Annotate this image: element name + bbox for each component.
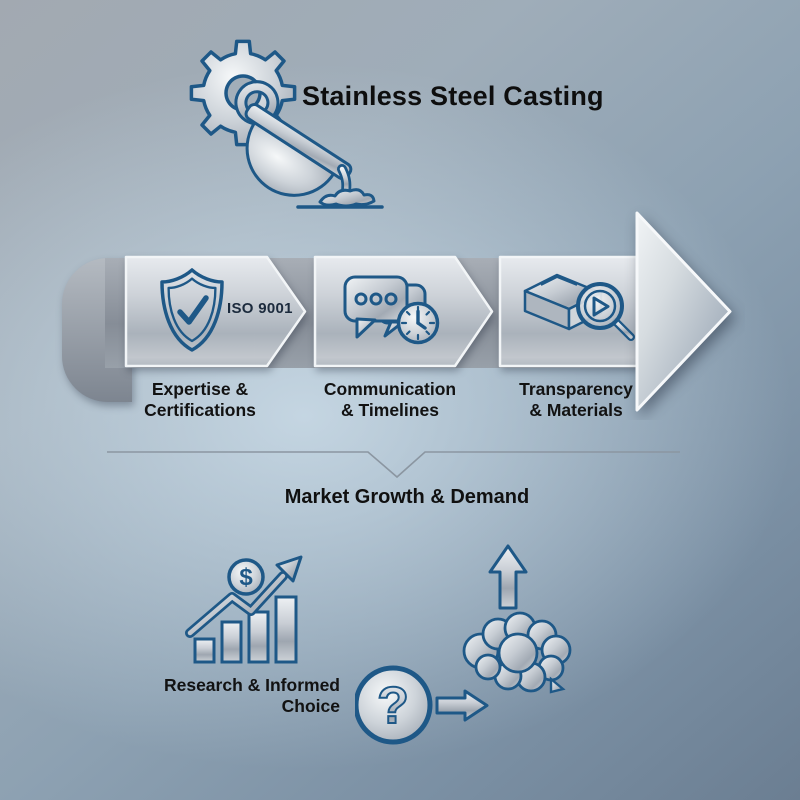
process-ribbon: [62, 211, 732, 412]
chat-dots: [354, 292, 398, 306]
shield-check-icon: [160, 268, 224, 352]
research-label: Research & Informed Choice: [163, 675, 340, 716]
molten-puddle: [318, 188, 376, 208]
magnifier-icon: [576, 282, 635, 341]
decision-icons: ?: [355, 544, 572, 745]
clock-icon: [396, 301, 440, 345]
trend-arrow-head: [275, 555, 303, 583]
up-arrow-icon: [488, 544, 528, 610]
big-arrow-head: [635, 211, 732, 412]
growth-chart-icon: $: [185, 555, 303, 664]
brain-stem: [549, 676, 566, 694]
ladle-icon: [234, 80, 384, 209]
question-mark: ?: [377, 677, 409, 735]
market-growth-label: Market Growth & Demand: [284, 486, 530, 508]
casting-header-icon: [189, 39, 384, 209]
page-title: Stainless Steel Casting: [302, 81, 604, 111]
bar-chart-bars: [193, 595, 298, 664]
chat-clock-icon: [343, 275, 440, 345]
dollar-circle: [227, 558, 265, 596]
question-circle-icon: [355, 665, 433, 745]
iso-9001-badge: ISO 9001: [227, 300, 293, 317]
section-divider: [107, 451, 680, 479]
right-arrow-icon: [435, 689, 489, 722]
part-magnifier-icon: [523, 273, 635, 341]
chevron-step-1: [124, 255, 307, 368]
step-label-transparency: Transparency & Materials: [519, 379, 633, 420]
brain-icon: [462, 611, 572, 694]
dollar-sign: $: [239, 564, 253, 591]
step-label-expertise: Expertise & Certifications: [144, 379, 256, 420]
step-label-communication: Communication & Timelines: [323, 379, 457, 420]
chat-bubble-front: [343, 275, 409, 323]
